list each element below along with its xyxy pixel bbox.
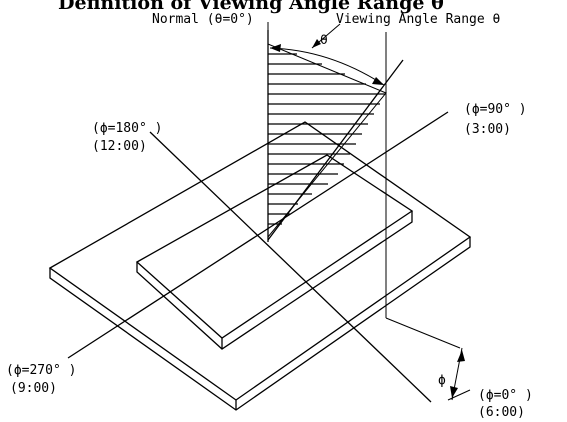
phi-270-label: (ϕ=270° ) (6, 363, 76, 378)
display-panel (135, 154, 414, 350)
viewing-direction-line (267, 59, 404, 241)
phi-180-label: (ϕ=180° ) (92, 121, 162, 136)
theta-label: θ (320, 33, 328, 48)
phi-label: ϕ (438, 373, 446, 388)
phi-dimension (385, 317, 471, 401)
phi-0-label: (ϕ=0° ) (478, 388, 533, 403)
axis-phi-90-to-270 (67, 111, 449, 359)
viewing-range-label: Viewing Angle Range θ (336, 12, 500, 27)
clock-12-label: (12:00) (92, 139, 147, 154)
clock-6-label: (6:00) (478, 405, 525, 420)
axis-phi-180-to-0 (149, 131, 432, 403)
clock-9-label: (9:00) (10, 381, 57, 396)
substrate-plate (48, 121, 472, 411)
phi-90-label: (ϕ=90° ) (464, 102, 527, 117)
header-title: Definition of Viewing Angle Range θ (58, 0, 444, 14)
theta-arc (269, 44, 385, 86)
viewing-angle-sector (267, 43, 387, 239)
normal-label: Normal (θ=0°) (152, 12, 254, 27)
sector-hatch (268, 53, 385, 225)
clock-3-label: (3:00) (464, 122, 511, 137)
viewing-range-leader (311, 23, 341, 49)
